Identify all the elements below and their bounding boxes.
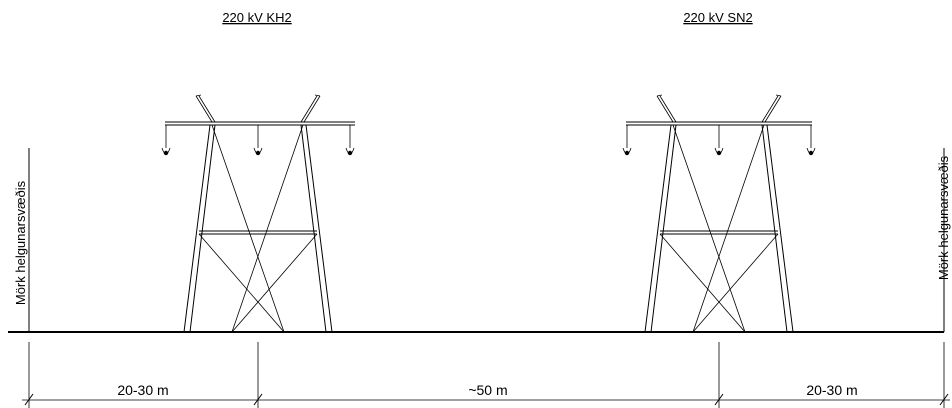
dimension-tick-1 — [24, 393, 34, 406]
boundary-label-left: Mörk helgunarsvæðis — [13, 180, 28, 305]
dimension-tick-3 — [714, 393, 724, 406]
dimension-label-left: 20-30 m — [117, 382, 168, 398]
tower-title-left: 220 kV KH2 — [222, 10, 291, 25]
dimension-label-right: 20-30 m — [806, 382, 857, 398]
dimension-tick-2 — [253, 393, 263, 406]
tower-left — [161, 94, 355, 333]
dimension-label-middle: ~50 m — [468, 382, 507, 398]
tower-title-right: 220 kV SN2 — [683, 10, 752, 25]
dimension-tick-4 — [939, 393, 949, 406]
tower-right — [622, 94, 816, 333]
boundary-label-right: Mörk helgunarsvæðis — [936, 155, 951, 280]
